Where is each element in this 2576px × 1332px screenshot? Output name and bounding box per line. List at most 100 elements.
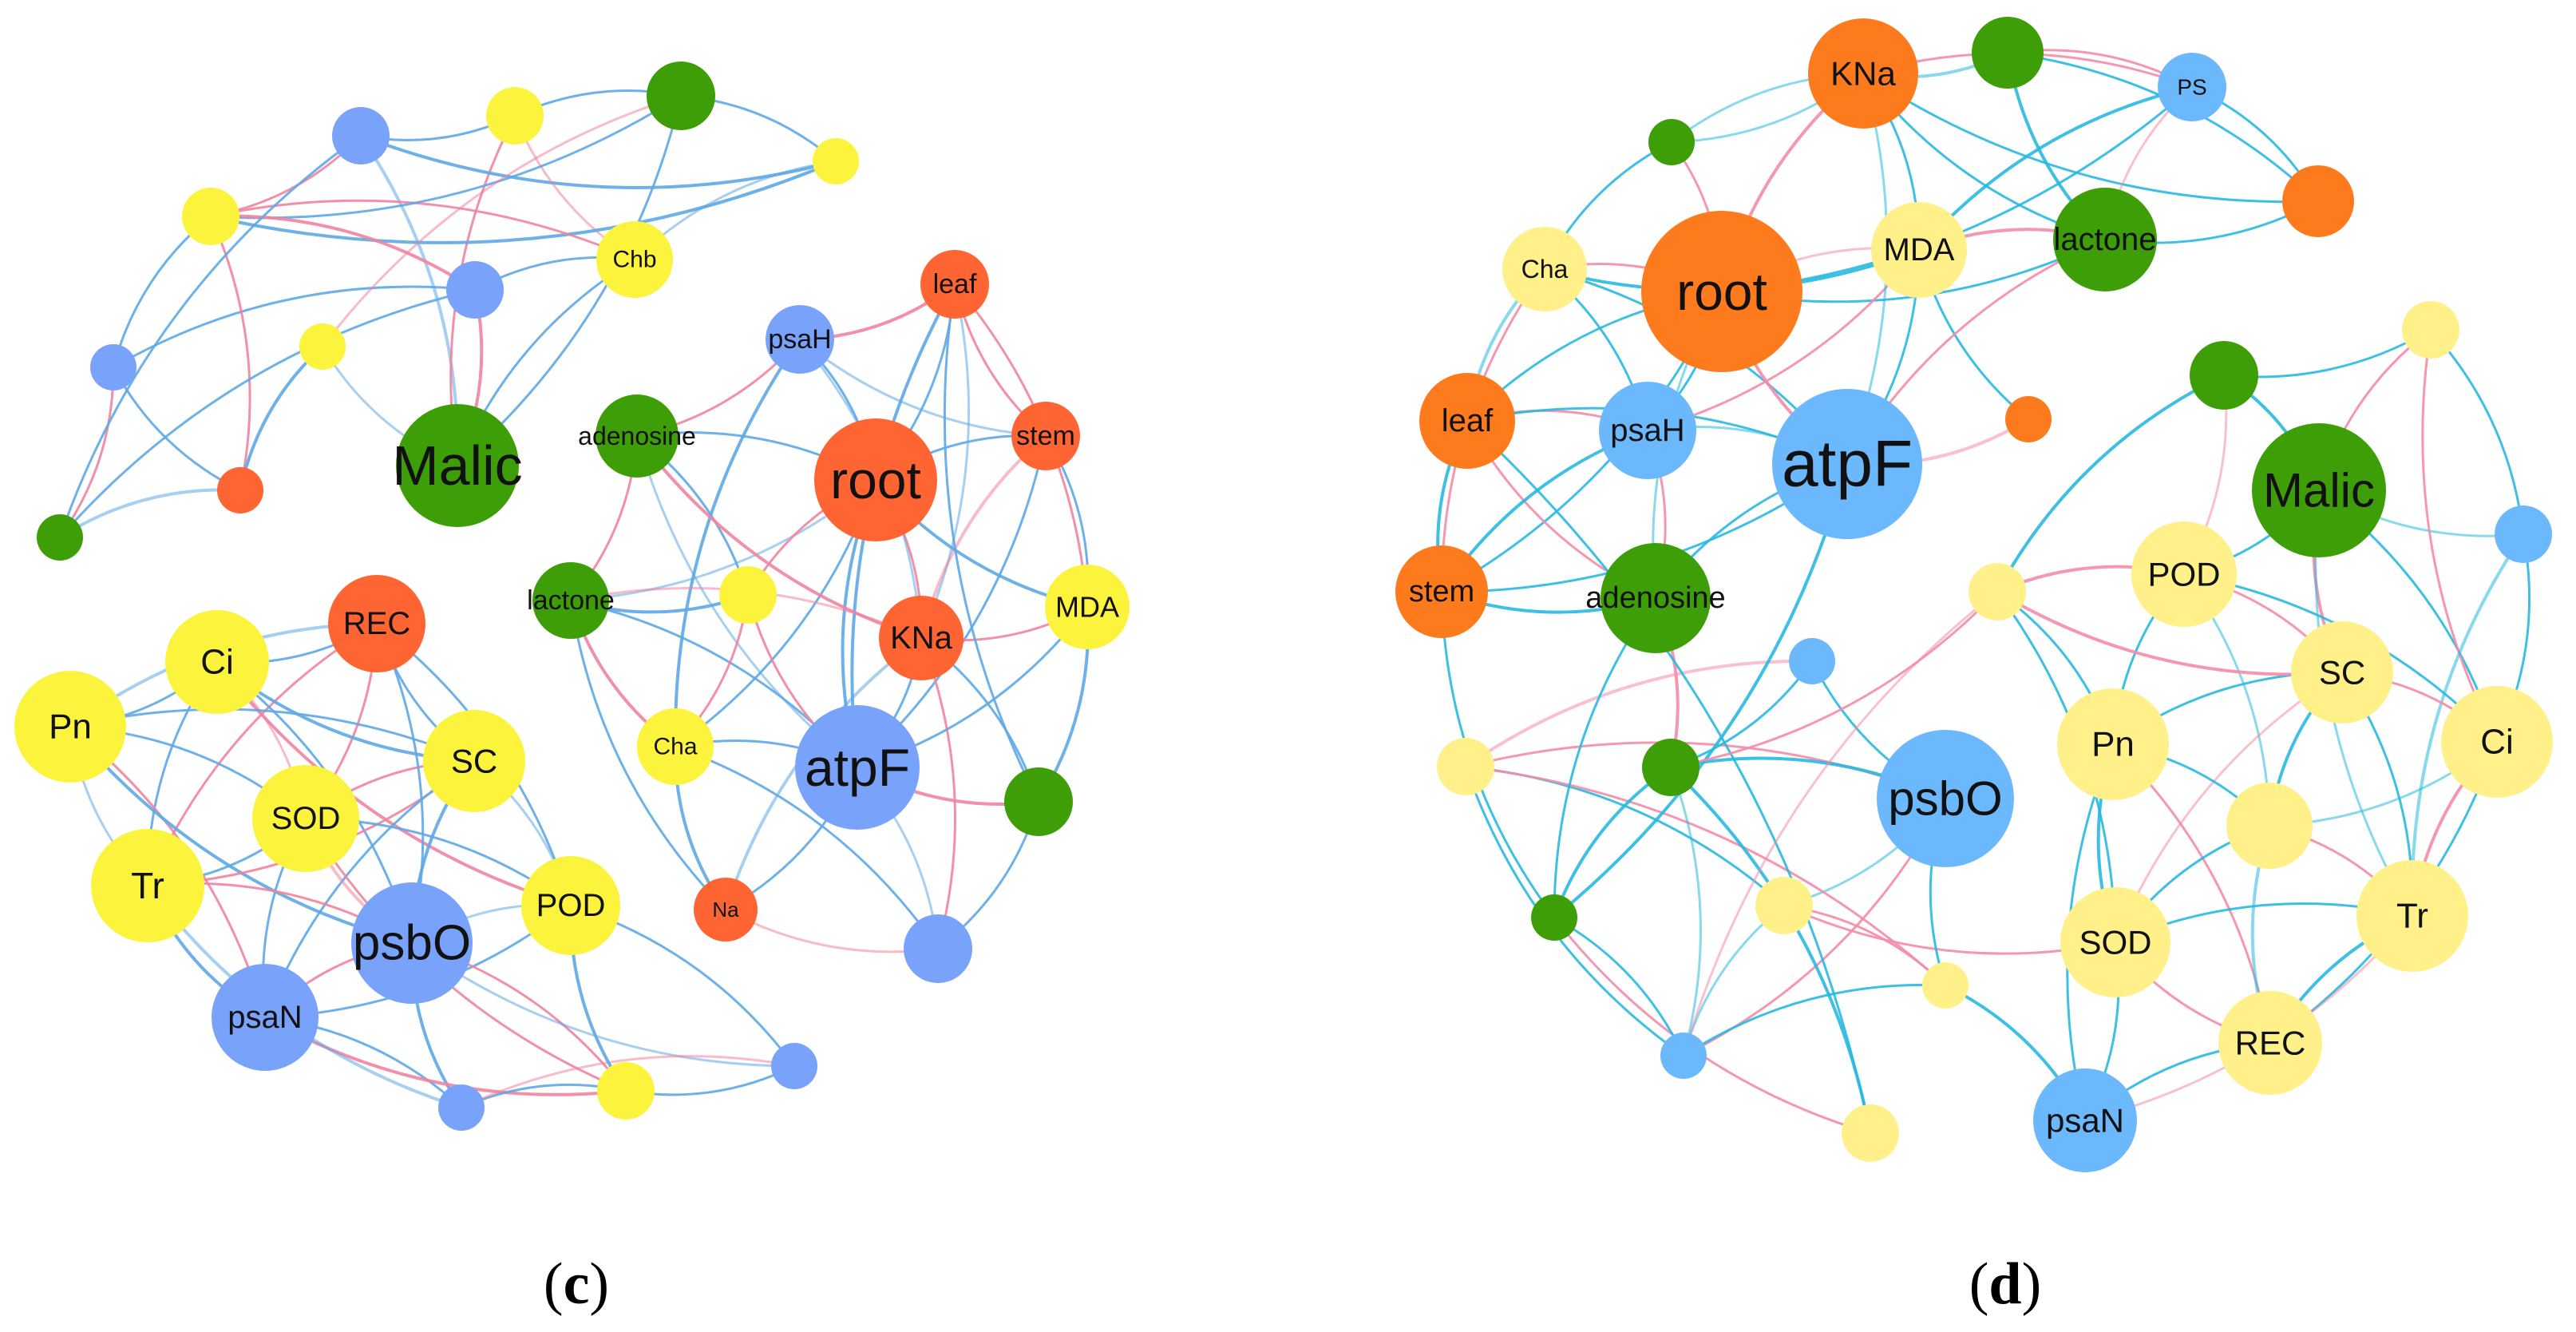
node-label-atpF: atpF <box>1782 428 1913 501</box>
node-cu7 <box>299 323 346 370</box>
node-label-cha: Cha <box>1521 255 1569 283</box>
node-atpF <box>795 705 920 830</box>
node-cu3 <box>647 61 715 130</box>
node-root <box>1641 211 1802 372</box>
network-edge <box>799 338 1047 438</box>
node-psbO <box>351 882 473 1004</box>
network-edge <box>58 134 362 538</box>
node-cu12 <box>1004 767 1073 836</box>
node-label-na: Na <box>712 898 739 922</box>
network-edge <box>1553 463 1849 919</box>
node-label-leaf: leaf <box>1442 403 1494 438</box>
network-edge <box>943 283 1040 803</box>
node-label-ci: Ci <box>2480 723 2514 762</box>
node-du2 <box>1648 119 1695 165</box>
network-edge <box>1996 374 2225 593</box>
node-label-pn: Pn <box>49 708 92 747</box>
node-cu2 <box>486 87 544 145</box>
network-edge <box>635 434 922 640</box>
node-cu14 <box>438 1084 485 1131</box>
node-label-sc: SC <box>451 743 497 780</box>
caption-open-paren: ( <box>1969 1251 1989 1317</box>
network-edge <box>461 1055 795 1109</box>
network-edge <box>210 214 477 291</box>
node-label-sc: SC <box>2319 654 2365 692</box>
node-label-rec: REC <box>2235 1025 2306 1062</box>
node-kna <box>879 596 964 680</box>
node-sc <box>2291 621 2393 723</box>
network-edge <box>58 288 476 538</box>
node-rec <box>328 575 425 672</box>
node-du5 <box>2402 301 2459 359</box>
network-edge <box>673 338 801 747</box>
node-rec <box>2218 991 2322 1095</box>
node-du11 <box>1642 739 1700 796</box>
network-edge <box>69 708 475 763</box>
node-na <box>694 878 758 942</box>
node-label-stem: stem <box>1409 575 1474 609</box>
node-adenosine <box>1601 543 1711 653</box>
node-label-leaf: leaf <box>933 269 977 299</box>
node-cu9 <box>217 467 263 513</box>
node-label-atpF: atpF <box>805 738 910 797</box>
node-ps <box>2158 53 2226 121</box>
node-du12 <box>1531 894 1577 941</box>
node-label-pod: POD <box>2147 556 2220 593</box>
node-ci <box>165 610 269 714</box>
node-cu15 <box>597 1062 655 1120</box>
network-edge <box>1465 741 1946 800</box>
node-leaf <box>920 250 989 319</box>
node-label-ps: PS <box>2177 75 2206 100</box>
caption-letter: d <box>1988 1251 2021 1317</box>
node-cu4 <box>182 188 239 245</box>
caption-close-paren: ) <box>2022 1251 2042 1317</box>
node-psaH <box>766 305 834 374</box>
network-edge <box>360 134 837 189</box>
node-atpF <box>1772 389 1922 539</box>
network-edge <box>1670 590 1999 769</box>
node-label-ci: Ci <box>200 643 234 682</box>
node-stem <box>1395 545 1488 638</box>
node-du10 <box>1437 738 1494 795</box>
network-edge <box>1465 765 1947 987</box>
node-du16 <box>1660 1033 1707 1079</box>
node-root <box>814 418 937 541</box>
node-lactone <box>2053 188 2157 291</box>
node-label-adenosine: adenosine <box>578 422 696 450</box>
node-label-mda: MDA <box>1055 591 1119 624</box>
node-label-lactone: lactone <box>527 585 615 616</box>
node-label-psaN: psaN <box>228 1000 302 1035</box>
node-cu16 <box>771 1043 817 1089</box>
node-malic <box>396 404 519 527</box>
network-edge <box>457 95 683 467</box>
node-tr <box>91 829 204 942</box>
node-lactone <box>532 562 609 639</box>
node-du3 <box>2282 165 2354 237</box>
node-du17 <box>1842 1104 1899 1162</box>
network-edge <box>210 160 837 244</box>
caption-close-paren: ) <box>589 1251 609 1317</box>
node-label-lactone: lactone <box>2054 222 2157 257</box>
node-mda <box>1871 202 1967 298</box>
node-cu5 <box>813 138 859 184</box>
node-label-cha: Cha <box>653 734 697 760</box>
node-label-psbO: psbO <box>353 916 471 971</box>
node-psaN <box>212 964 319 1071</box>
node-du6 <box>2190 341 2258 410</box>
node-label-stem: stem <box>1016 421 1075 451</box>
node-label-sod: SOD <box>271 801 341 836</box>
node-label-chb: Chb <box>612 247 656 273</box>
node-du8 <box>1969 563 2026 620</box>
network-edge <box>1464 659 1813 768</box>
node-du4 <box>2005 396 2052 442</box>
node-leaf <box>1419 373 1515 469</box>
node-label-psaH: psaH <box>1610 413 1684 448</box>
node-cha <box>637 708 714 785</box>
node-du14 <box>2226 783 2313 869</box>
network-edge <box>1862 72 2319 204</box>
node-sod <box>2060 887 2170 997</box>
